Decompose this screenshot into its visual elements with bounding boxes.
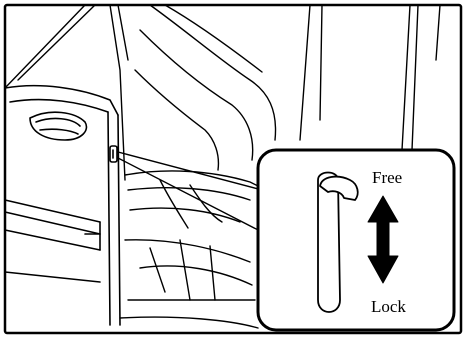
callout-box: Free Lock (258, 150, 454, 330)
sliding-door (5, 86, 120, 325)
callout-leader-lines (118, 152, 262, 232)
free-label: Free (372, 168, 402, 187)
door-handle-icon (30, 112, 86, 140)
child-lock-small-icon (110, 146, 117, 162)
lock-label: Lock (371, 297, 406, 316)
